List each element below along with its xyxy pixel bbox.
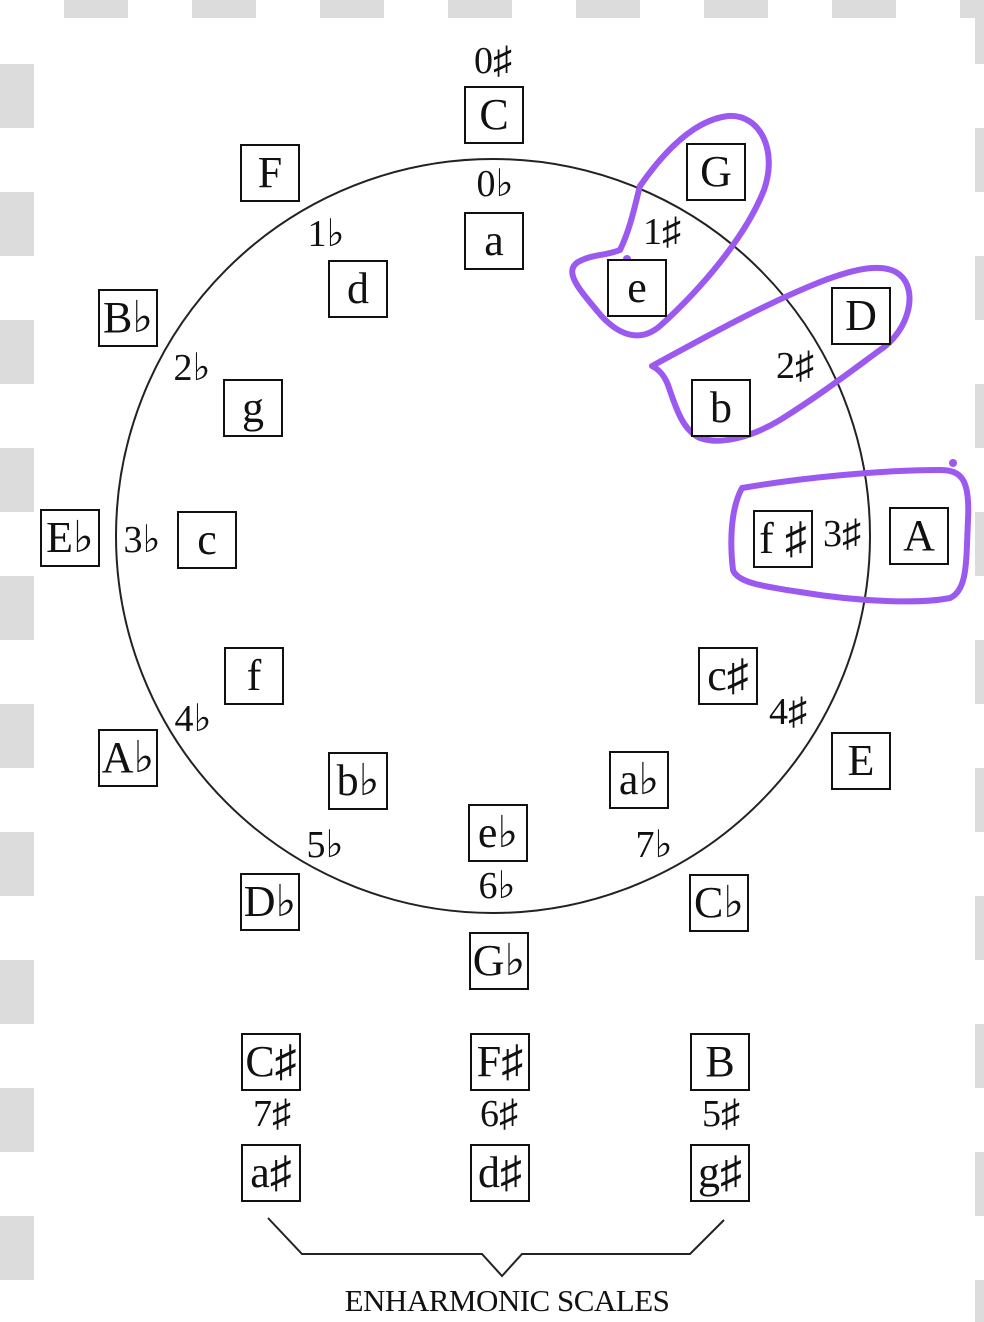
minor-key-a: a [464, 212, 524, 270]
enharmonic-signature-7-sharp: 7♯ [253, 1093, 291, 1135]
signature-2-sharp: 2♯ [776, 345, 814, 387]
signature-4-flat: 4♭ [174, 698, 212, 740]
enharmonic-major-f-sharp: F♯ [470, 1033, 530, 1091]
enharmonic-signature-5-sharp: 5♯ [702, 1093, 740, 1135]
highlight-dot-a [949, 459, 957, 467]
minor-key-a-flat: a♭ [609, 751, 669, 809]
minor-key-d: d [328, 260, 388, 318]
major-key-g-flat: G♭ [469, 932, 529, 990]
minor-key-c-sharp: c♯ [698, 647, 758, 705]
signature-3-flat: 3♭ [123, 519, 161, 561]
signature-0-sharp: 0♯ [474, 40, 512, 82]
enharmonic-minor-g-sharp: g♯ [690, 1144, 750, 1202]
enharmonic-bracket [267, 1217, 725, 1278]
highlight-g-e [569, 112, 772, 339]
minor-key-b-flat: b♭ [328, 752, 388, 810]
enharmonic-signature-6-sharp: 6♯ [480, 1093, 518, 1135]
enharmonic-minor-a-sharp: a♯ [241, 1144, 301, 1202]
enharmonic-scales-caption: ENHARMONIC SCALES [344, 1283, 670, 1318]
minor-key-b: b [691, 379, 751, 437]
enharmonic-major-b: B [690, 1033, 750, 1091]
enharmonic-minor-d-sharp: d♯ [470, 1144, 530, 1202]
minor-key-f-sharp: f ♯ [753, 510, 813, 568]
minor-key-e: e [607, 259, 667, 317]
minor-key-e-flat: e♭ [468, 804, 528, 862]
signature-5-flat: 5♭ [306, 824, 344, 866]
major-key-f: F [240, 144, 300, 202]
diagram-sheet: C G D A E C♭ G♭ D♭ A♭ E♭ B♭ F a e b f ♯ … [34, 18, 975, 1322]
circle-of-fifths-ring [115, 158, 871, 914]
major-key-a: A [889, 507, 949, 565]
major-key-b-flat: B♭ [98, 289, 158, 347]
minor-key-f: f [224, 647, 284, 705]
signature-3-sharp: 3♯ [823, 513, 861, 555]
signature-0-flat: 0♭ [476, 163, 514, 205]
enharmonic-major-c-sharp: C♯ [241, 1033, 301, 1091]
signature-6-flat: 6♭ [478, 865, 516, 907]
minor-key-g: g [223, 379, 283, 437]
signature-4-sharp: 4♯ [769, 691, 807, 733]
highlight-f-sharp-a [728, 467, 972, 605]
minor-key-c: c [177, 511, 237, 569]
major-key-e: E [831, 732, 891, 790]
signature-1-flat: 1♭ [307, 213, 345, 255]
major-key-d: D [831, 287, 891, 345]
circle-of-fifths-drawing [115, 112, 972, 1278]
purple-highlight-marks [569, 112, 972, 605]
major-key-e-flat: E♭ [40, 509, 100, 567]
highlight-d-b [649, 264, 913, 444]
major-key-c-flat: C♭ [689, 874, 749, 932]
major-key-c: C [464, 86, 524, 144]
signature-1-sharp: 1♯ [643, 211, 681, 253]
signature-2-flat: 2♭ [173, 347, 211, 389]
signature-7-flat: 7♭ [635, 824, 673, 866]
major-key-g: G [686, 143, 746, 201]
major-key-d-flat: D♭ [240, 873, 300, 931]
major-key-a-flat: A♭ [98, 729, 158, 787]
